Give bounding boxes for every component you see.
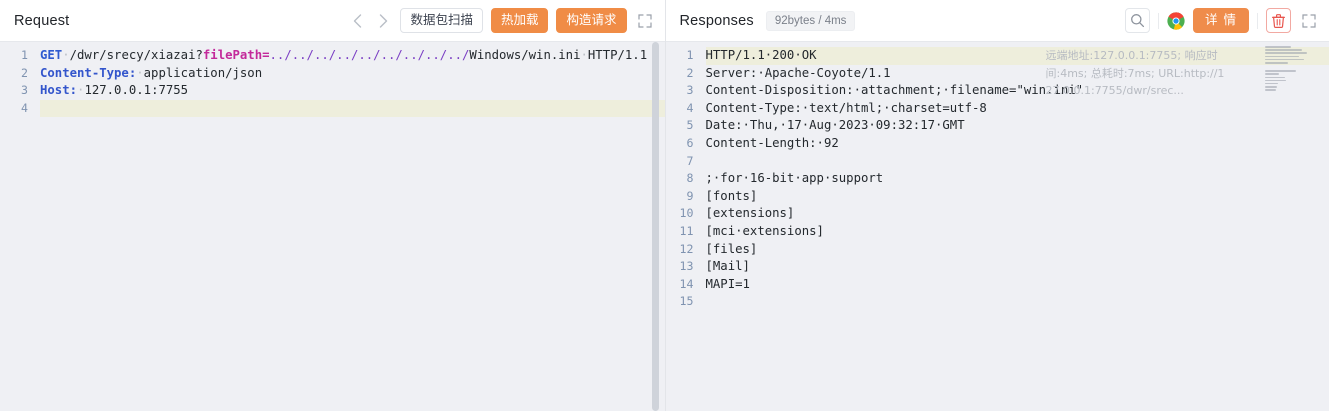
line-text <box>40 99 665 118</box>
response-code-line: 5 Date:·Thu,·17·Aug·2023·09:32:17·GMT <box>666 117 1329 135</box>
line-text: Content-Type:·application/json <box>40 65 263 80</box>
response-code-line: 10 [extensions] <box>666 205 1329 223</box>
line-number: 11 <box>679 223 694 238</box>
line-number: 6 <box>686 135 694 150</box>
line-text: [extensions] <box>705 206 795 221</box>
request-code-line: 2 Content-Type:·application/json <box>0 65 665 83</box>
request-code-line: 4 <box>0 99 665 118</box>
line-text: GET·/dwr/srecy/xiazai?filePath=../../../… <box>40 48 648 62</box>
response-code-line: 9 [fonts] <box>666 188 1329 206</box>
line-text: Content-Type:·text/html;·charset=utf-8 <box>705 100 987 115</box>
line-text: Content-Disposition:·attachment;·filenam… <box>705 83 1084 98</box>
request-scrollbar-thumb[interactable] <box>651 42 659 411</box>
response-code-line: 4 Content-Type:·text/html;·charset=utf-8 <box>666 100 1329 118</box>
line-number: 3 <box>686 83 694 98</box>
request-editor[interactable]: 1 GET·/dwr/srecy/xiazai?filePath=../../..… <box>0 42 665 411</box>
line-number: 4 <box>21 100 28 115</box>
response-editor[interactable]: 1 HTTP/1.1·200·OK 2 Server:·Apache-Coyote/1… <box>665 42 1329 411</box>
response-code-line: 15 <box>666 293 1329 311</box>
request-panel: Request 数据包扫描 热加载 构造请求 <box>0 0 665 411</box>
line-number: 2 <box>686 65 694 80</box>
line-number: 14 <box>679 276 694 291</box>
response-size-badge: 92bytes / 4ms <box>765 10 856 31</box>
response-code-lines: 1 HTTP/1.1·200·OK 2 Server:·Apache-Coyote/1… <box>666 42 1329 411</box>
line-number: 5 <box>686 118 694 133</box>
response-code-line: 12 [files] <box>666 241 1329 259</box>
toolbar-divider-1 <box>1158 12 1160 29</box>
request-panel-title: Request <box>14 12 70 29</box>
line-number: 2 <box>21 65 28 80</box>
panel-divider <box>664 0 666 411</box>
trash-icon[interactable] <box>1266 8 1291 33</box>
expand-request-icon[interactable] <box>635 11 655 31</box>
line-number: 12 <box>679 241 694 256</box>
request-code-line: 3 Host:·127.0.0.1:7755 <box>0 82 665 100</box>
line-number: 1 <box>21 48 28 62</box>
line-text: [mci·extensions] <box>705 223 824 238</box>
response-panel-title: Responses <box>679 12 754 29</box>
line-number: 3 <box>21 83 28 98</box>
response-code-line: 6 Content-Length:·92 <box>666 135 1329 153</box>
line-text: Content-Length:·92 <box>705 135 839 150</box>
line-number: 8 <box>686 171 694 186</box>
response-code-line: 14 MAPI=1 <box>666 276 1329 294</box>
request-code-line: 1 GET·/dwr/srecy/xiazai?filePath=../../..… <box>0 47 665 65</box>
line-text: HTTP/1.1·200·OK <box>705 47 1329 65</box>
line-text: Server:·Apache-Coyote/1.1 <box>705 65 891 80</box>
response-code-line: 7 <box>666 153 1329 171</box>
line-text: Host:·127.0.0.1:7755 <box>40 83 189 98</box>
response-code-line: 13 [Mail] <box>666 258 1329 276</box>
response-code-line: 11 [mci·extensions] <box>666 223 1329 241</box>
prev-request-icon[interactable] <box>348 10 366 32</box>
expand-response-icon[interactable] <box>1299 11 1319 31</box>
hot-reload-button[interactable]: 热加载 <box>490 7 549 34</box>
chrome-icon[interactable] <box>1167 11 1185 30</box>
detail-button[interactable]: 详 情 <box>1193 7 1249 34</box>
request-panel-header: Request 数据包扫描 热加载 构造请求 <box>0 0 665 42</box>
response-code-line: 2 Server:·Apache-Coyote/1.1 <box>666 65 1329 83</box>
request-code-lines: 1 GET·/dwr/srecy/xiazai?filePath=../../..… <box>0 42 665 411</box>
line-text <box>706 153 1329 171</box>
response-minimap[interactable] <box>1265 46 1309 104</box>
response-toolbar: 详 情 <box>1125 7 1319 34</box>
line-number: 4 <box>686 100 694 115</box>
request-scrollbar[interactable] <box>651 42 659 411</box>
line-text: Date:·Thu,·17·Aug·2023·09:32:17·GMT <box>705 118 965 133</box>
line-number: 9 <box>686 188 694 203</box>
next-request-icon[interactable] <box>374 10 392 32</box>
line-text <box>706 293 1329 311</box>
response-code-line: 8 ;·for·16-bit·app·support <box>666 170 1329 188</box>
line-number: 1 <box>686 48 694 62</box>
line-text: [files] <box>705 241 758 256</box>
line-number: 13 <box>679 259 694 274</box>
build-request-button[interactable]: 构造请求 <box>556 7 627 34</box>
response-panel-header: Responses 92bytes / 4ms <box>665 0 1329 42</box>
line-number: 15 <box>679 294 694 309</box>
response-code-line: 3 Content-Disposition:·attachment;·filena… <box>666 82 1329 100</box>
line-text: [fonts] <box>705 188 758 203</box>
response-code-line: 1 HTTP/1.1·200·OK <box>666 47 1329 65</box>
search-icon[interactable] <box>1125 8 1151 33</box>
request-toolbar: 数据包扫描 热加载 构造请求 <box>348 7 655 34</box>
response-panel: Responses 92bytes / 4ms <box>665 0 1329 411</box>
packet-scan-button[interactable]: 数据包扫描 <box>400 7 483 34</box>
line-text: [Mail] <box>705 259 750 274</box>
line-text: MAPI=1 <box>705 276 750 291</box>
toolbar-divider-2 <box>1257 12 1258 29</box>
line-number: 10 <box>679 206 694 221</box>
line-text: ;·for·16-bit·app·support <box>705 171 884 186</box>
line-number: 7 <box>686 153 694 168</box>
